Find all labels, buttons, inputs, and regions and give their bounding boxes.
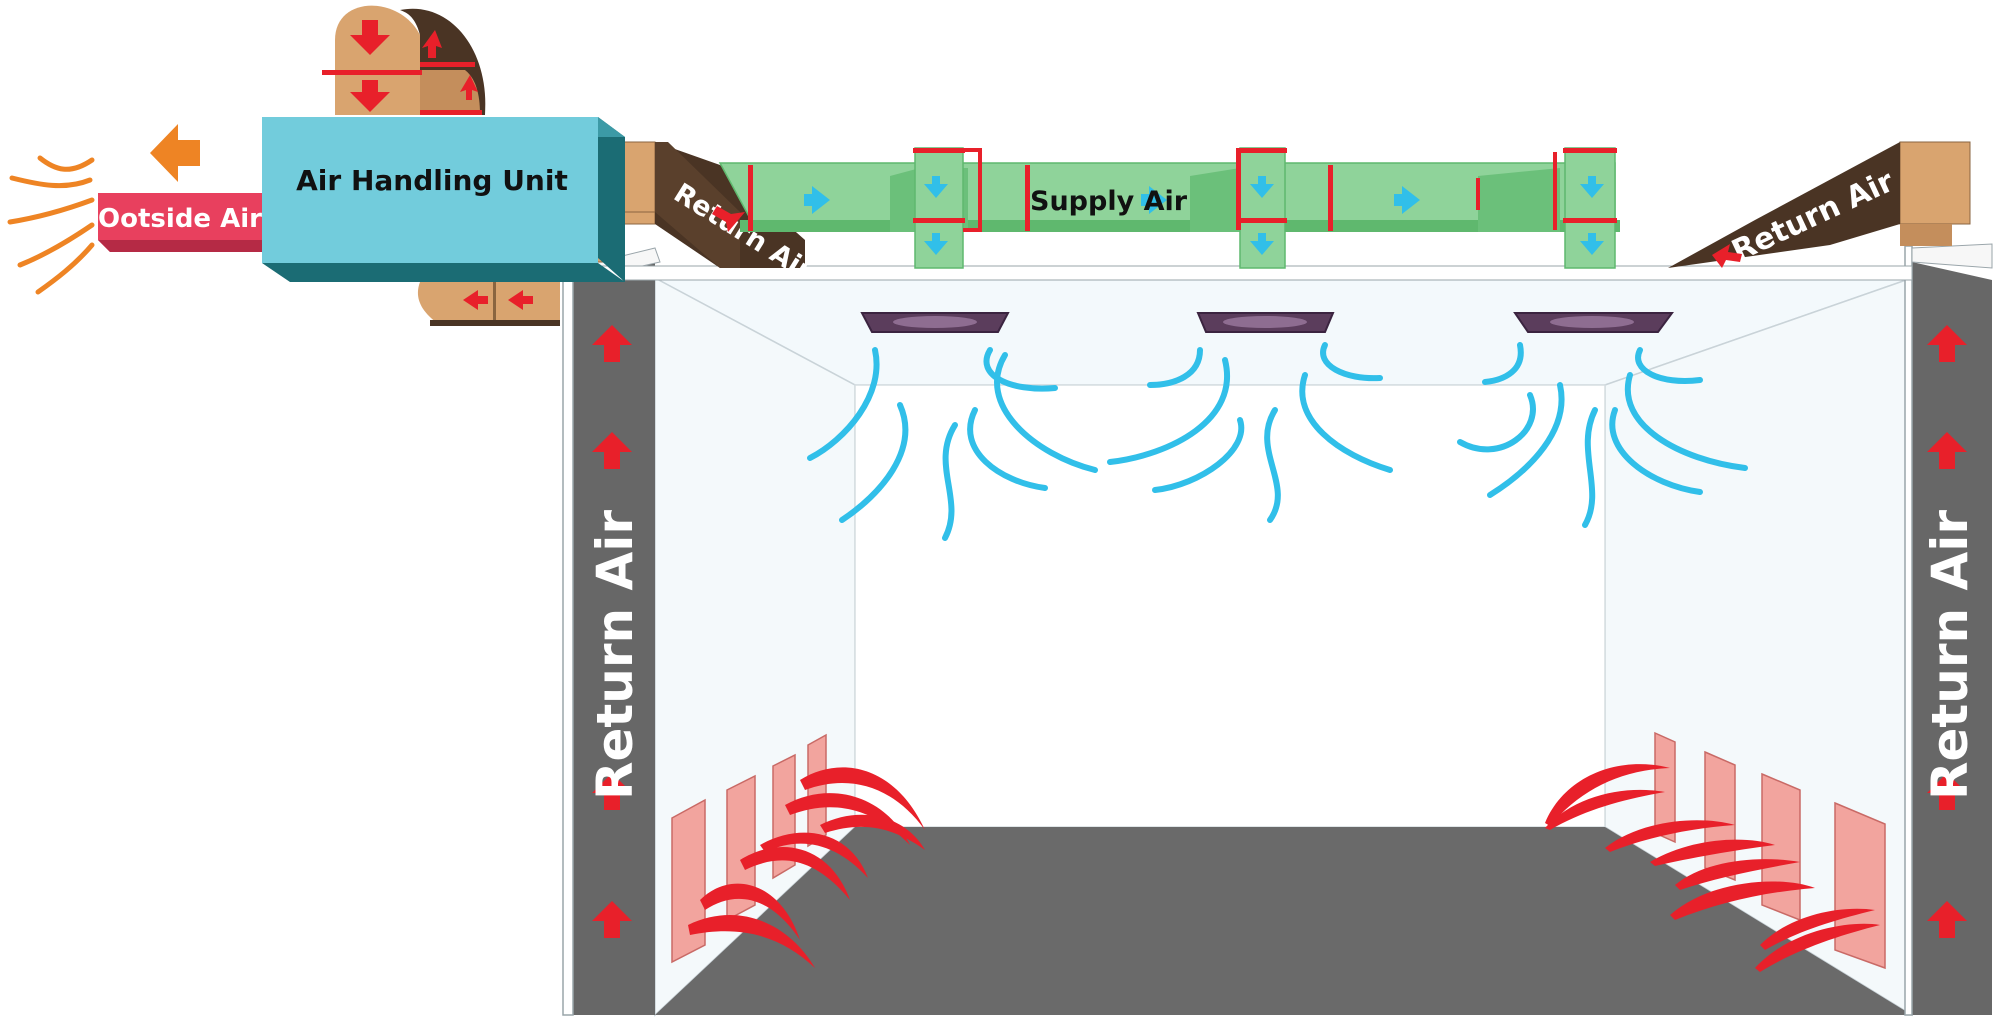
- airflow-swirl-icon: [1299, 372, 1393, 473]
- cool-air-streams: [807, 342, 1748, 541]
- right-return-wall-top: [1911, 243, 1993, 269]
- heat-flame-icon: [800, 767, 925, 830]
- airflow-swirl-icon: [983, 347, 1058, 392]
- heat-flame-icon: [760, 832, 868, 878]
- heater-panel: [807, 733, 827, 848]
- supply-duct: Supply Air: [718, 147, 1620, 269]
- heat-flame-icon: [1545, 764, 1670, 826]
- airflow-swirl-icon: [1107, 357, 1230, 465]
- arrow-icon: [1580, 176, 1604, 198]
- airflow-swirl-icon: [7, 197, 95, 225]
- airflow-swirl-icon: [1457, 392, 1536, 453]
- arrow-icon: [463, 290, 488, 310]
- right-return-wall-edge: [1904, 245, 1913, 1016]
- airflow-swirl-icon: [994, 352, 1098, 473]
- arrow-icon: [350, 20, 390, 55]
- arrow-icon: [1141, 186, 1167, 214]
- arrow-icon: [508, 290, 533, 310]
- heater-panel: [1654, 731, 1676, 844]
- airflow-swirl-icon: [967, 407, 1048, 491]
- arrow-icon: [1927, 773, 1967, 810]
- airflow-swirl-icon: [807, 347, 880, 461]
- arrow-icon: [592, 432, 632, 469]
- airflow-swirl-icon: [9, 175, 93, 189]
- right-wall-return-air-label: Return Air: [1921, 510, 1979, 800]
- outside-air-label: Ootside Air: [98, 204, 262, 234]
- exhaust-arrow-icon: [150, 124, 200, 182]
- floor: [655, 827, 1912, 1015]
- arrow-icon: [422, 30, 442, 58]
- exhaust-air-streams: [7, 155, 95, 295]
- arrow-icon: [592, 901, 632, 938]
- airflow-swirl-icon: [839, 402, 909, 523]
- arrow-icon: [592, 773, 632, 810]
- ceiling-diffuser-icon: [1196, 312, 1335, 333]
- airflow-swirl-icon: [37, 155, 95, 172]
- arrow-icon: [592, 325, 632, 362]
- airflow-swirl-icon: [1482, 342, 1524, 385]
- left-return-wall-edge: [562, 245, 574, 1016]
- heat-flame-icon: [688, 915, 815, 968]
- ceiling-diffusers: [860, 312, 1674, 333]
- arrow-icon: [924, 176, 948, 198]
- heat-flame-icon: [1755, 923, 1880, 972]
- heat-flame-icon: [740, 847, 850, 900]
- airflow-swirl-icon: [1152, 417, 1245, 493]
- airflow-swirl-icon: [1264, 407, 1281, 523]
- supply-flow-arrows: [804, 176, 1604, 255]
- arrow-icon: [712, 206, 745, 232]
- arrow-icon: [1927, 325, 1967, 362]
- airflow-swirl-icon: [1147, 347, 1203, 388]
- ceiling-diffuser-icon: [860, 312, 1010, 333]
- heater-panel: [1761, 772, 1801, 922]
- airflow-swirl-icon: [35, 242, 95, 295]
- airflow-swirl-icon: [1487, 382, 1565, 498]
- right-wall-arrows: [1927, 325, 1967, 938]
- arrow-icon: [1250, 176, 1274, 198]
- outside-air-duct: Ootside Air: [98, 193, 262, 252]
- arrow-icon: [1580, 233, 1604, 255]
- airflow-swirl-icon: [1582, 407, 1598, 528]
- airflow-swirl-icon: [1609, 407, 1703, 495]
- air-handling-unit-label: Air Handling Unit: [296, 164, 568, 197]
- warm-air-streams: [688, 764, 1880, 972]
- heat-flame-icon: [1670, 881, 1815, 920]
- arrow-icon: [1927, 432, 1967, 469]
- airflow-swirl-icon: [17, 222, 95, 268]
- heater-panel: [671, 798, 706, 964]
- heat-flame-icon: [700, 883, 800, 940]
- left-wall-return-air-label: Return Air: [586, 510, 644, 800]
- supply-air-label: Supply Air: [1030, 186, 1188, 217]
- ahu-return-loop: [322, 5, 560, 326]
- arrow-icon: [350, 80, 390, 112]
- arrow-icon: [804, 186, 830, 214]
- arrow-icon: [1927, 901, 1967, 938]
- arrow-icon: [460, 75, 478, 100]
- heat-flame-icon: [820, 814, 925, 850]
- heat-flame-icon: [1545, 789, 1665, 830]
- airflow-swirl-icon: [1320, 342, 1383, 382]
- air-handling-unit: Air Handling Unit: [262, 117, 625, 282]
- arrow-icon: [924, 233, 948, 255]
- heat-flame-icon: [1650, 839, 1775, 866]
- arrow-icon: [1712, 244, 1742, 268]
- heat-flame-icon: [1675, 859, 1800, 890]
- airflow-swirl-icon: [942, 422, 958, 541]
- heat-flame-icon: [1605, 820, 1735, 852]
- arrow-icon: [1394, 186, 1420, 214]
- airflow-swirl-icon: [1624, 372, 1748, 471]
- heater-panel: [1704, 750, 1736, 882]
- arrow-icon: [1250, 233, 1274, 255]
- room: [562, 243, 1993, 1017]
- heater-panel: [1834, 801, 1886, 970]
- airflow-swirl-icon: [1635, 347, 1703, 384]
- left-return-wall: [573, 262, 655, 1015]
- supply-branch: [1476, 147, 1617, 269]
- heat-flame-icon: [785, 793, 910, 845]
- ceiling-diffuser-icon: [1513, 312, 1674, 333]
- heat-flame-icon: [1760, 908, 1875, 950]
- supply-branch: [890, 147, 982, 269]
- left-wall-arrows: [592, 325, 632, 938]
